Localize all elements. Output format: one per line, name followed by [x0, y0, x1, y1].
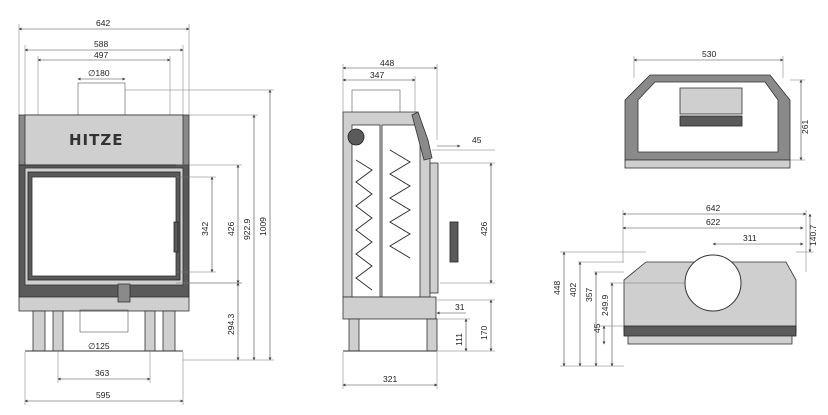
side-flue-ring: [347, 128, 365, 146]
dim-363-leg-span: 363: [95, 368, 109, 378]
dim-357-depth: 357: [584, 288, 594, 302]
back-view: 530 261: [624, 49, 810, 169]
side-handle: [449, 221, 459, 263]
dim-426-side-door: 426: [479, 222, 489, 236]
dim-426-door: 426: [226, 222, 236, 236]
dim-588-width: 588: [94, 39, 108, 49]
dim-261-height: 261: [800, 120, 810, 134]
back-plate: [679, 115, 743, 127]
dim-31-gap: 31: [455, 302, 465, 312]
dim-342-glass: 342: [200, 222, 210, 236]
side-door-top: [411, 111, 433, 161]
back-grille: [679, 87, 743, 115]
air-inlet-box: [79, 309, 129, 333]
dim-448-depth: 448: [380, 58, 394, 68]
dim-45-depth: 45: [592, 323, 602, 333]
side-leg-front: [348, 318, 360, 352]
ash-drawer: [117, 283, 131, 303]
dim-497-width: 497: [94, 50, 108, 60]
dim-595-base: 595: [96, 390, 110, 400]
dim-1009-height: 1009: [258, 217, 268, 236]
side-flue-collar: [351, 89, 401, 114]
side-leg-rear: [426, 318, 438, 352]
top-view: 642 622 311 140.7 448 402 357 249.9 45: [552, 203, 818, 367]
leg-front-right: [162, 310, 176, 352]
dim-294-height: 294.3: [226, 313, 236, 335]
front-view: 642 588 497 ∅180 HITZE ∅125: [18, 18, 274, 405]
dim-347-depth: 347: [370, 70, 384, 80]
leg-front-left: [32, 310, 46, 352]
side-door: [429, 162, 439, 294]
dim-402-depth: 402: [568, 283, 578, 297]
stove-plinth: [18, 296, 190, 312]
dim-111-leg: 111: [454, 333, 464, 346]
side-plinth: [342, 296, 437, 320]
dim-622-top: 622: [706, 217, 720, 227]
dim-311-offset: 311: [743, 233, 757, 243]
top-flue-circle: [684, 254, 742, 312]
side-inner-panel-2: [381, 124, 421, 298]
flue-collar: [77, 82, 126, 116]
dim-448-top-depth: 448: [552, 281, 562, 295]
dim-45-offset: 45: [472, 135, 482, 145]
leg-rear-right: [144, 310, 156, 352]
dim-321-base: 321: [383, 374, 397, 384]
dim-flue-diameter: ∅180: [88, 68, 110, 78]
top-front-panel: [623, 325, 797, 337]
dim-530-width: 530: [702, 49, 716, 59]
side-zigzag-left: [355, 159, 373, 291]
dim-922-height: 922.9: [242, 218, 252, 240]
side-view: 448 347 45 426 31 111: [342, 58, 495, 389]
door-glass: [31, 176, 177, 277]
hitze-logo: HITZE: [69, 131, 124, 149]
dim-170-leg: 170: [479, 326, 489, 340]
dim-249-depth: 249.9: [600, 294, 610, 316]
dim-642-top: 642: [706, 203, 720, 213]
back-base: [624, 159, 791, 169]
dim-642-width: 642: [96, 18, 110, 28]
side-inner-panel: [351, 124, 381, 298]
dim-140-depth: 140.7: [808, 224, 818, 246]
stove-inner-top: [24, 114, 184, 166]
dim-air-inlet-diameter: ∅125: [88, 341, 110, 351]
leg-rear-left: [52, 310, 64, 352]
side-zigzag-right: [389, 149, 411, 259]
door-handle: [173, 221, 179, 253]
top-front-rail: [627, 335, 793, 345]
